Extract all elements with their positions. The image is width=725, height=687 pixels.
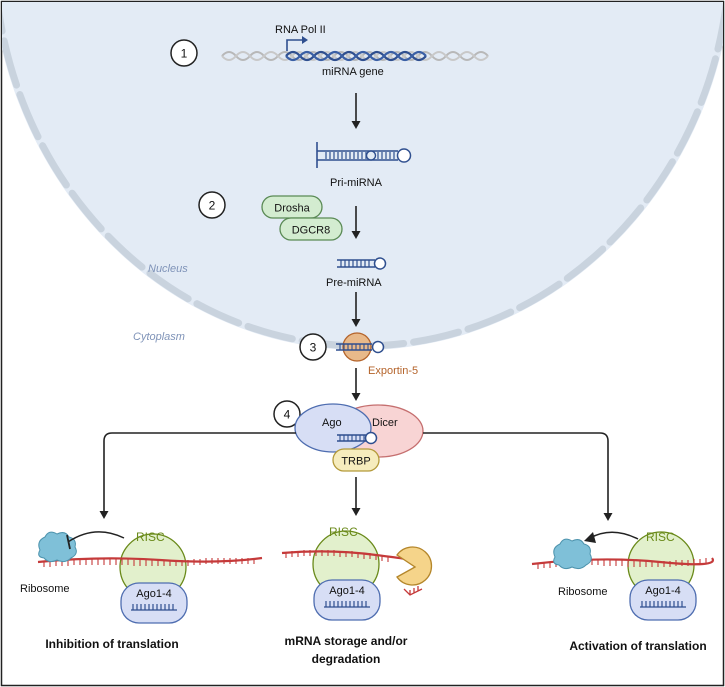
ribosome-right — [553, 538, 592, 570]
dicer-complex — [294, 403, 424, 472]
outcome-activation: Activation of translation — [569, 639, 706, 653]
outcome-inhibition: Inhibition of translation — [45, 637, 178, 651]
ago1-4-right — [629, 579, 697, 621]
ago1-4-left — [120, 582, 188, 624]
step-2-marker: 2 — [198, 191, 226, 219]
storage-panel — [281, 530, 433, 621]
nucleus-label: Nucleus — [148, 263, 188, 275]
ago14-label-left: Ago1-4 — [136, 588, 171, 600]
inhibition-bar — [66, 534, 71, 550]
activation-arrowhead — [584, 532, 596, 543]
inhibition-panel — [37, 531, 263, 624]
cytoplasm-label: Cytoplasm — [133, 331, 185, 343]
mirna-gene-label: miRNA gene — [322, 66, 384, 78]
svg-text:4: 4 — [284, 408, 291, 422]
arrow-export-to-dicer — [351, 368, 361, 401]
ago1-4-middle — [313, 579, 381, 621]
drosha-label: Drosha — [274, 203, 310, 215]
trbp-label: TRBP — [341, 456, 370, 468]
arrow-to-activation — [423, 432, 613, 521]
ribosome-label-right: Ribosome — [558, 586, 608, 598]
rna-pol-label: RNA Pol II — [275, 24, 326, 36]
step-1-marker: 1 — [170, 39, 198, 67]
arrow-pre-to-export — [351, 292, 361, 327]
ago14-label-middle: Ago1-4 — [329, 585, 364, 597]
pre-mirna-label: Pre-miRNA — [326, 277, 382, 289]
pri-mirna-label: Pri-miRNA — [330, 177, 383, 189]
risc-label-middle: RISC — [329, 525, 358, 539]
arrow-to-inhibition — [99, 432, 296, 519]
pre-mirna-hairpin — [337, 257, 387, 270]
exportin-5 — [336, 332, 385, 362]
step-3-marker: 3 — [299, 333, 327, 361]
exportin-label: Exportin-5 — [368, 365, 418, 377]
activation-panel — [531, 531, 715, 621]
pri-mirna-hairpin — [316, 142, 412, 168]
risc-label-left: RISC — [136, 530, 165, 544]
svg-text:3: 3 — [310, 341, 317, 355]
outcome-storage-line2: degradation — [312, 652, 381, 666]
drosha-complex: Drosha DGCR8 — [261, 195, 343, 241]
dna-helix — [221, 50, 489, 62]
risc-label-right: RISC — [646, 530, 675, 544]
outcome-storage-line1: mRNA storage and/or — [285, 634, 408, 648]
trbp-protein — [332, 448, 380, 472]
step-4-marker: 4 — [273, 400, 301, 428]
dgcr8-protein — [279, 217, 343, 241]
inhibition-line — [67, 531, 125, 543]
ago-label: Ago — [322, 417, 342, 429]
transcription-start-arrow — [286, 36, 308, 51]
arrow-pri-to-pre — [351, 206, 361, 239]
svg-text:1: 1 — [181, 47, 188, 61]
ribosome-label-left: Ribosome — [20, 583, 70, 595]
dicer-label: Dicer — [372, 417, 398, 429]
degraded-fragment — [403, 586, 423, 596]
arrow-gene-to-pri — [351, 93, 361, 129]
ribosome-left — [38, 531, 77, 563]
ago14-label-right: Ago1-4 — [645, 585, 680, 597]
nuclease-pacman — [396, 546, 433, 586]
dgcr8-label: DGCR8 — [292, 225, 331, 237]
arrow-to-storage — [351, 477, 361, 516]
svg-text:2: 2 — [209, 199, 216, 213]
